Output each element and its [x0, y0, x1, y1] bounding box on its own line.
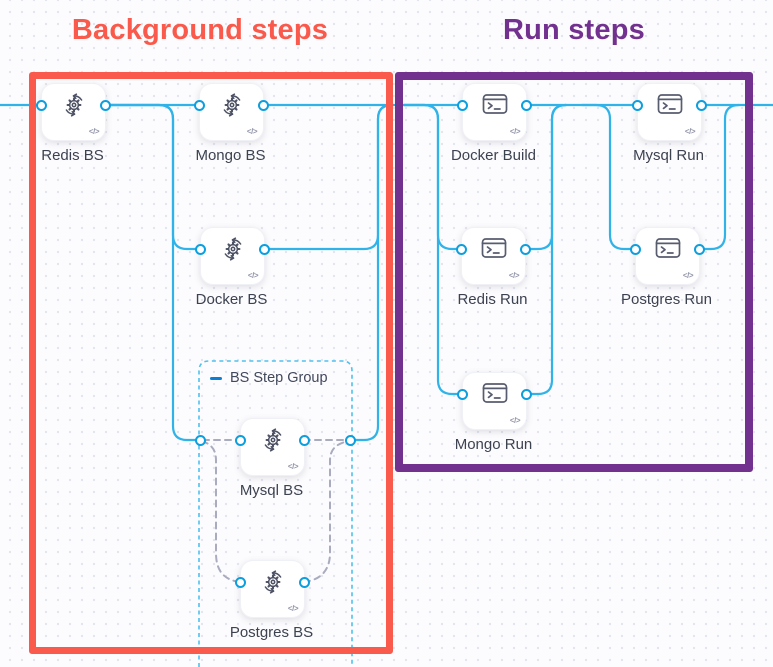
- run-step-icon: [657, 94, 682, 114]
- step-node-postgres-run[interactable]: </>: [630, 227, 705, 285]
- output-port[interactable]: [258, 100, 269, 111]
- output-port[interactable]: [696, 100, 707, 111]
- step-node-postgres-bs[interactable]: </>: [235, 560, 310, 618]
- edge-postgresrun-merge: [697, 103, 741, 251]
- output-port[interactable]: [521, 389, 532, 400]
- edge-split-postgresrun: [580, 103, 637, 251]
- collapse-group-icon[interactable]: [210, 376, 222, 380]
- step-node-redis-bs[interactable]: </>: [36, 83, 111, 141]
- input-port[interactable]: [456, 244, 467, 255]
- step-node-mysql-run[interactable]: </>: [632, 83, 707, 141]
- background-steps-title: Background steps: [71, 14, 329, 46]
- output-port[interactable]: [299, 435, 310, 446]
- step-group-header: BS Step Group: [210, 370, 328, 386]
- input-port[interactable]: [194, 100, 205, 111]
- background-step-icon: [223, 93, 240, 117]
- background-step-icon: [224, 237, 241, 261]
- output-port[interactable]: [521, 100, 532, 111]
- step-node-docker-build[interactable]: </>: [457, 83, 532, 141]
- step-group-label[interactable]: BS Step Group: [230, 370, 328, 386]
- run-step-icon: [655, 238, 680, 258]
- input-port[interactable]: [632, 100, 643, 111]
- background-step-icon: [65, 93, 82, 117]
- input-port[interactable]: [36, 100, 47, 111]
- input-port[interactable]: [235, 577, 246, 588]
- run-step-icon: [482, 383, 507, 403]
- step-node-mongo-bs[interactable]: </>: [194, 83, 269, 141]
- edge-group-merge: [351, 103, 394, 442]
- group-output-port[interactable]: [344, 434, 356, 446]
- output-port[interactable]: [520, 244, 531, 255]
- step-node-redis-run[interactable]: </>: [456, 227, 531, 285]
- background-steps-annotation-box: [29, 72, 393, 654]
- input-port[interactable]: [457, 389, 468, 400]
- input-port[interactable]: [235, 435, 246, 446]
- input-port[interactable]: [195, 244, 206, 255]
- output-port[interactable]: [259, 244, 270, 255]
- output-port[interactable]: [299, 577, 310, 588]
- edge-mongorun-merge: [524, 103, 568, 396]
- background-step-icon: [264, 428, 281, 452]
- edge-postgresbs-groupout: [303, 440, 350, 583]
- output-port[interactable]: [100, 100, 111, 111]
- input-port[interactable]: [457, 100, 468, 111]
- step-node-mysql-bs[interactable]: </>: [235, 418, 310, 476]
- run-steps-title: Run steps: [503, 14, 645, 46]
- edge-redis-group: [102, 103, 198, 442]
- edge-split-mongorun: [402, 103, 464, 396]
- edge-groupin-postgresbs: [201, 440, 241, 583]
- run-step-icon: [482, 94, 507, 114]
- run-steps-annotation-box: [395, 72, 753, 472]
- output-port[interactable]: [694, 244, 705, 255]
- background-step-icon: [264, 570, 281, 594]
- input-port[interactable]: [630, 244, 641, 255]
- run-step-icon: [481, 238, 506, 258]
- group-input-port[interactable]: [194, 434, 206, 446]
- step-group-border: [198, 360, 353, 667]
